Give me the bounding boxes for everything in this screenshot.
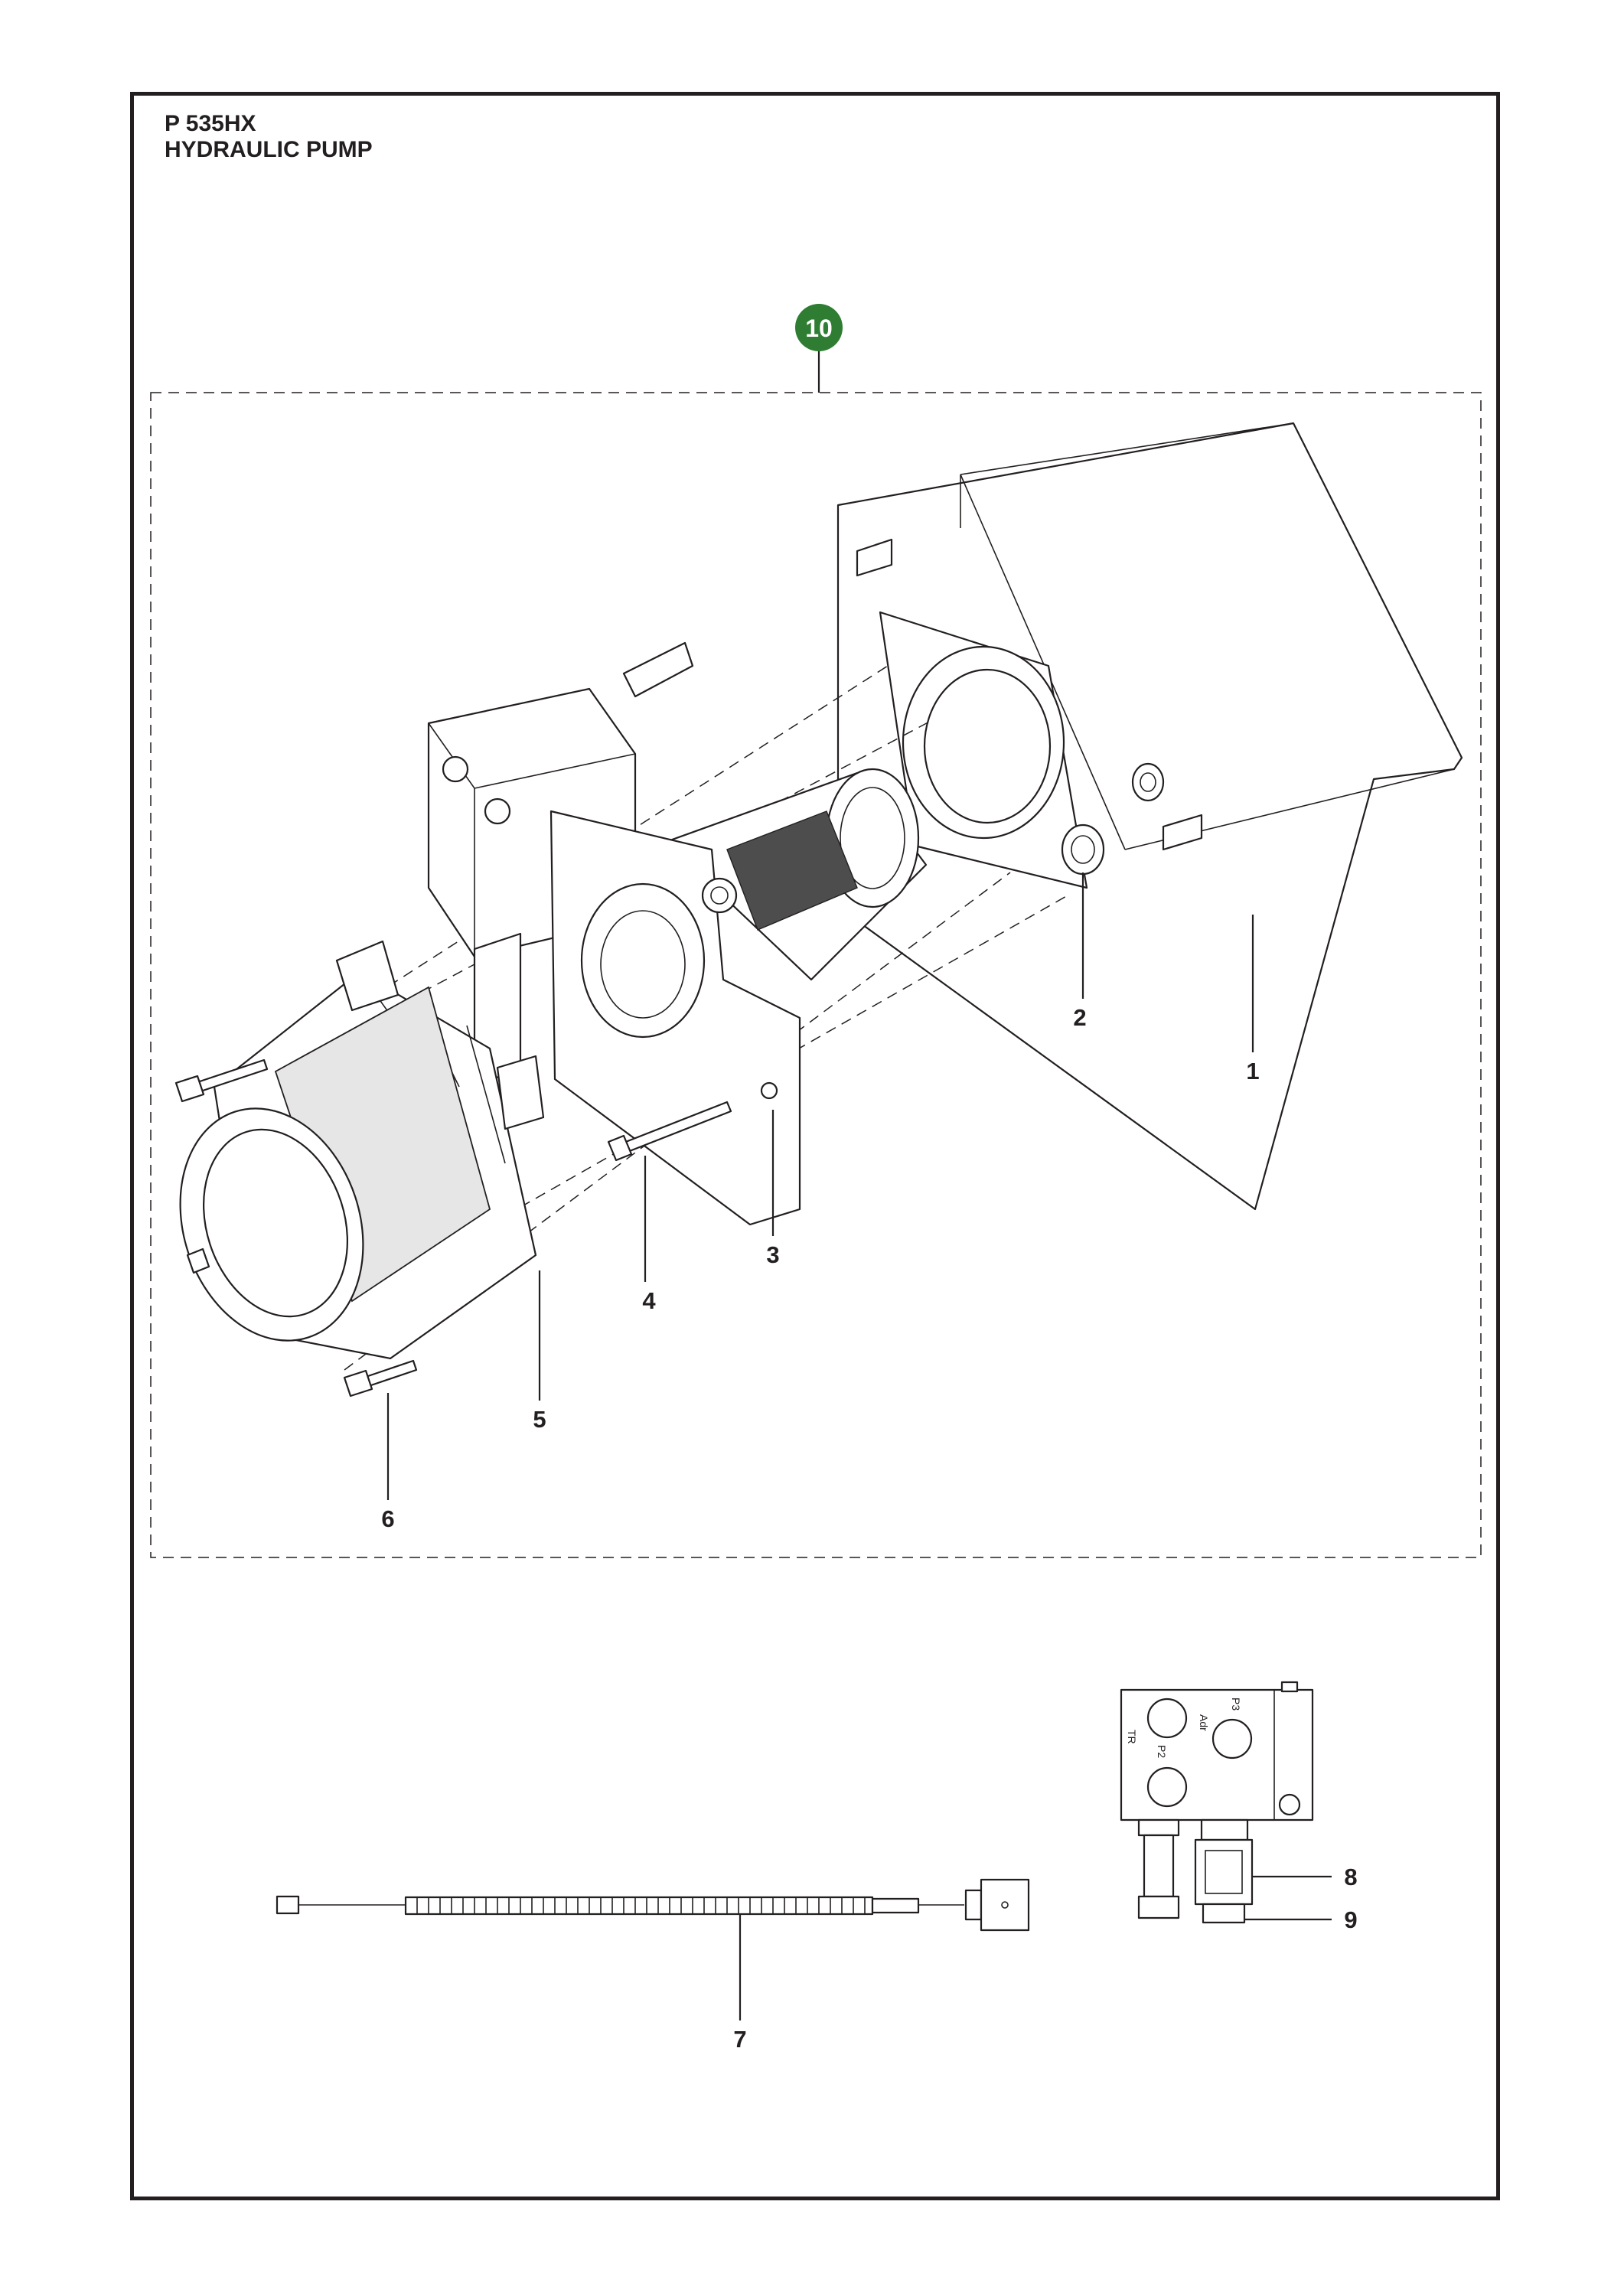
housing-port-inner bbox=[1140, 772, 1156, 792]
cable-conduit-ribs bbox=[416, 1897, 866, 1914]
housing-nipple-side bbox=[1162, 814, 1203, 851]
screw-6b-head bbox=[343, 1369, 373, 1397]
valve-block-assembly[interactable]: Adr P3 TR P2 bbox=[1120, 1681, 1314, 1924]
manifold-edges bbox=[428, 722, 636, 957]
cable-sleeve bbox=[871, 1897, 920, 1914]
valve-fitting-stem bbox=[1143, 1834, 1175, 1898]
housing-bore-inner bbox=[923, 668, 1052, 824]
assembly-badge[interactable]: 10 bbox=[795, 304, 843, 351]
callout-5: 5 bbox=[533, 1406, 546, 1433]
cable-plug bbox=[276, 1895, 300, 1915]
housing-port bbox=[1131, 762, 1165, 802]
valve-block-tab bbox=[1280, 1681, 1299, 1693]
valve-port-p2 bbox=[1146, 1766, 1188, 1808]
cable-conduit bbox=[404, 1896, 874, 1916]
dash-line-c bbox=[344, 872, 1011, 1371]
valve-fitting-nut-bottom bbox=[1137, 1895, 1180, 1919]
screw-6a-head bbox=[174, 1075, 205, 1103]
housing-top-edges bbox=[837, 475, 961, 566]
leader-lines bbox=[386, 872, 1332, 2020]
solenoid-stem-nut bbox=[1200, 1818, 1249, 1841]
port-label-p3: P3 bbox=[1230, 1698, 1242, 1711]
part-4-screw[interactable] bbox=[607, 1101, 732, 1162]
manifold-port-1 bbox=[442, 755, 469, 783]
valve-port-a bbox=[1146, 1698, 1188, 1739]
housing-body bbox=[836, 422, 1463, 1211]
pump-flange-inner bbox=[600, 910, 686, 1019]
valve-fitting-nut-top bbox=[1137, 1818, 1180, 1837]
page-title: P 535HX HYDRAULIC PUMP bbox=[165, 111, 373, 163]
callout-2: 2 bbox=[1073, 1004, 1086, 1031]
callout-4: 4 bbox=[642, 1287, 656, 1314]
screw-4-head bbox=[607, 1134, 633, 1162]
manifold-fitting bbox=[622, 641, 694, 698]
callout-1: 1 bbox=[1246, 1058, 1259, 1084]
valve-port-p3 bbox=[1211, 1718, 1253, 1760]
pump-flange-ring bbox=[580, 882, 706, 1039]
callout-9: 9 bbox=[1344, 1906, 1357, 1933]
housing-nipple-top bbox=[856, 538, 893, 577]
part-3-pump[interactable] bbox=[549, 768, 928, 1226]
port-label-a: Adr bbox=[1198, 1714, 1210, 1731]
connector-gland bbox=[964, 1889, 983, 1921]
callout-3: 3 bbox=[766, 1241, 779, 1268]
screw-6c-head bbox=[186, 1247, 210, 1274]
motor-mount-ear-right bbox=[496, 1055, 545, 1130]
plug-outer bbox=[1061, 823, 1105, 876]
solenoid-coil-window bbox=[1205, 1850, 1243, 1894]
motor-end-cap-inner bbox=[202, 1128, 349, 1318]
model-name: P 535HX bbox=[165, 111, 256, 136]
part-1-housing[interactable] bbox=[836, 422, 1463, 1211]
valve-port-side bbox=[1278, 1793, 1301, 1816]
part-8-solenoid-coil bbox=[1194, 1838, 1254, 1906]
part-9-solenoid-nut bbox=[1202, 1903, 1246, 1924]
callout-6: 6 bbox=[381, 1505, 394, 1532]
manifold-port-2 bbox=[484, 797, 511, 825]
plug-inner bbox=[1071, 835, 1095, 864]
assembly-badge-number: 10 bbox=[805, 315, 833, 342]
port-label-tr: TR bbox=[1126, 1730, 1138, 1744]
port-label-p2: P2 bbox=[1156, 1745, 1168, 1758]
assembly-group-boundary bbox=[150, 392, 1482, 1558]
part-6-screws[interactable] bbox=[174, 1058, 418, 1397]
section-name: HYDRAULIC PUMP bbox=[165, 137, 373, 162]
screw-6b-shank bbox=[362, 1359, 418, 1388]
part-2-plug[interactable] bbox=[1061, 823, 1105, 876]
callout-8: 8 bbox=[1344, 1864, 1357, 1890]
pump-mount-hole bbox=[760, 1081, 778, 1100]
assembly-badge-circle bbox=[795, 304, 843, 351]
dash-line-d bbox=[489, 895, 1068, 1225]
connector-block bbox=[980, 1878, 1030, 1932]
page-frame bbox=[130, 92, 1500, 2200]
pump-motor-windings bbox=[726, 810, 858, 931]
motor-mount-ear bbox=[335, 940, 399, 1012]
part-5-motor[interactable] bbox=[152, 940, 545, 1365]
callout-7: 7 bbox=[733, 2026, 746, 2053]
pump-outlet-port-inner bbox=[710, 886, 729, 905]
part-7-cable[interactable] bbox=[276, 1878, 1030, 1932]
pump-rear-cap-inner bbox=[840, 787, 905, 889]
pump-outlet-port bbox=[701, 877, 738, 914]
connector-pin bbox=[1001, 1901, 1009, 1909]
